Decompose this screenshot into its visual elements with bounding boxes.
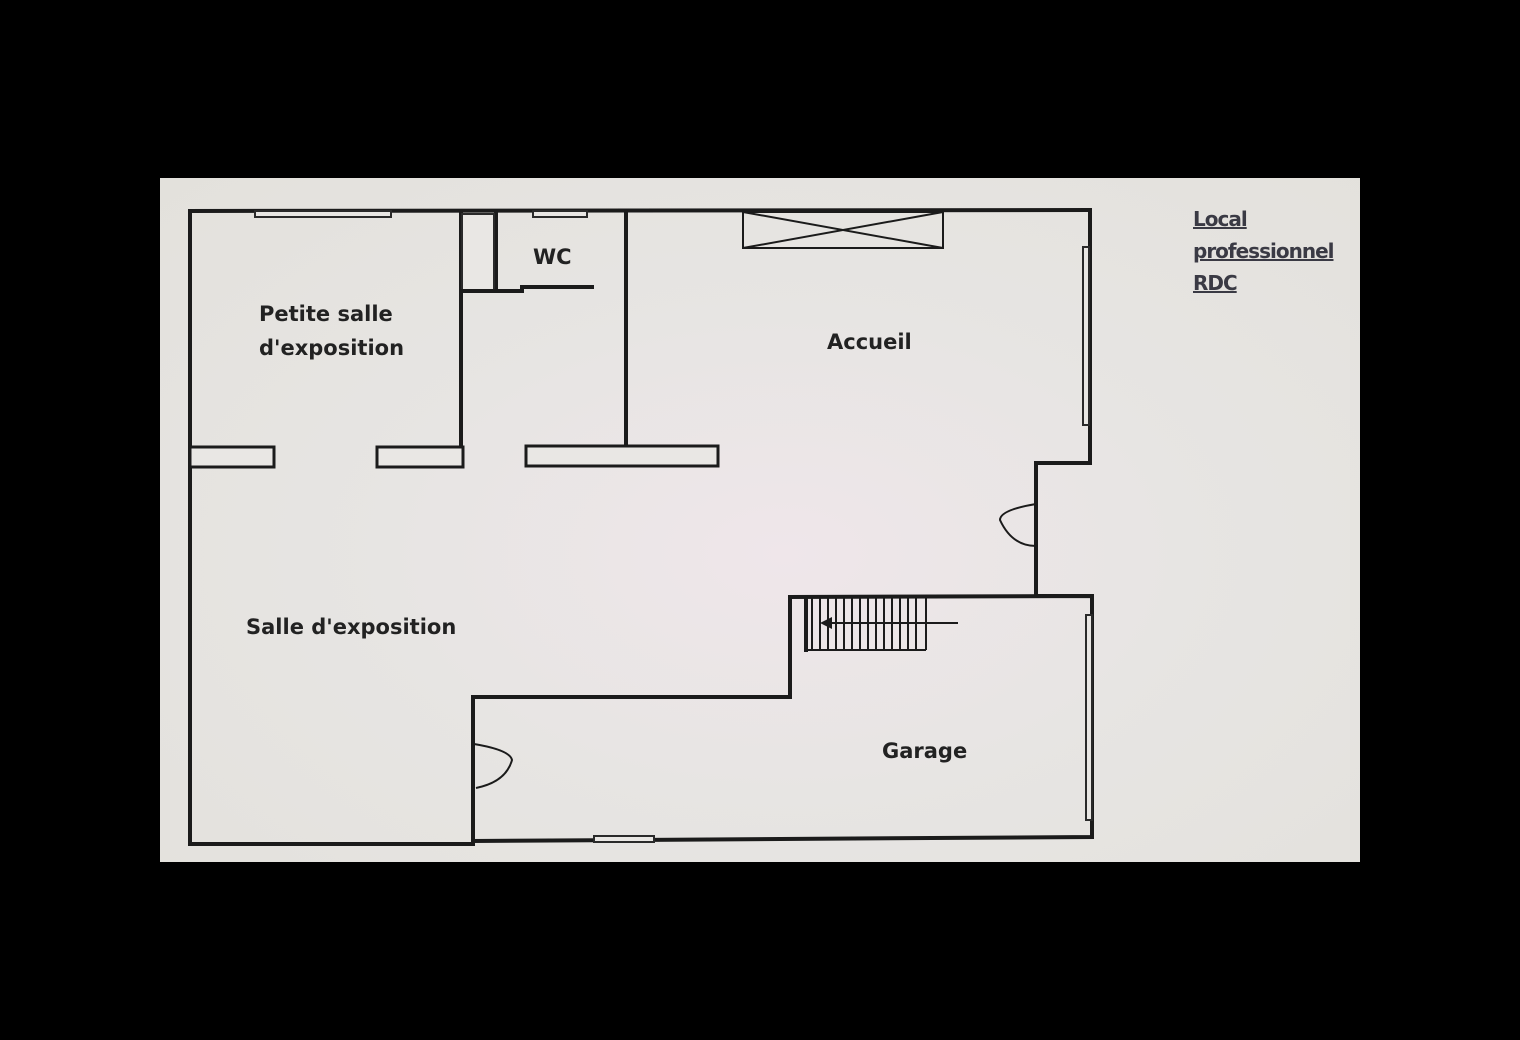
window-bottom — [593, 835, 655, 843]
plan-legend: Local professionnel RDC — [1193, 203, 1334, 299]
outer-wall-main — [188, 207, 1093, 846]
floor-plan-photo — [160, 178, 1360, 862]
window-right-accueil — [1082, 246, 1090, 426]
legend-line-3: RDC — [1193, 271, 1238, 295]
window-wc — [532, 210, 588, 218]
partition-3 — [524, 444, 720, 468]
window-top-left — [254, 210, 392, 218]
label-garage: Garage — [882, 739, 967, 763]
label-petite-salle-line2: d'exposition — [259, 336, 404, 360]
label-salle-exposition: Salle d'exposition — [246, 615, 456, 639]
legend-line-2: professionnel — [1193, 239, 1334, 263]
window-right-garage — [1085, 614, 1093, 821]
stair-arrow-head — [820, 617, 832, 629]
staircase — [804, 596, 958, 652]
partition-2 — [375, 445, 465, 469]
label-wc: WC — [533, 245, 572, 269]
label-accueil: Accueil — [827, 330, 912, 354]
partition-1 — [188, 445, 276, 469]
door-garage — [473, 743, 514, 789]
legend-line-1: Local — [1193, 207, 1248, 231]
extractor-box — [742, 211, 944, 249]
door-entrance — [998, 503, 1037, 547]
wc-cupboard — [461, 213, 495, 293]
garage-wall — [471, 593, 1094, 844]
label-petite-salle-line1: Petite salle — [259, 302, 393, 326]
